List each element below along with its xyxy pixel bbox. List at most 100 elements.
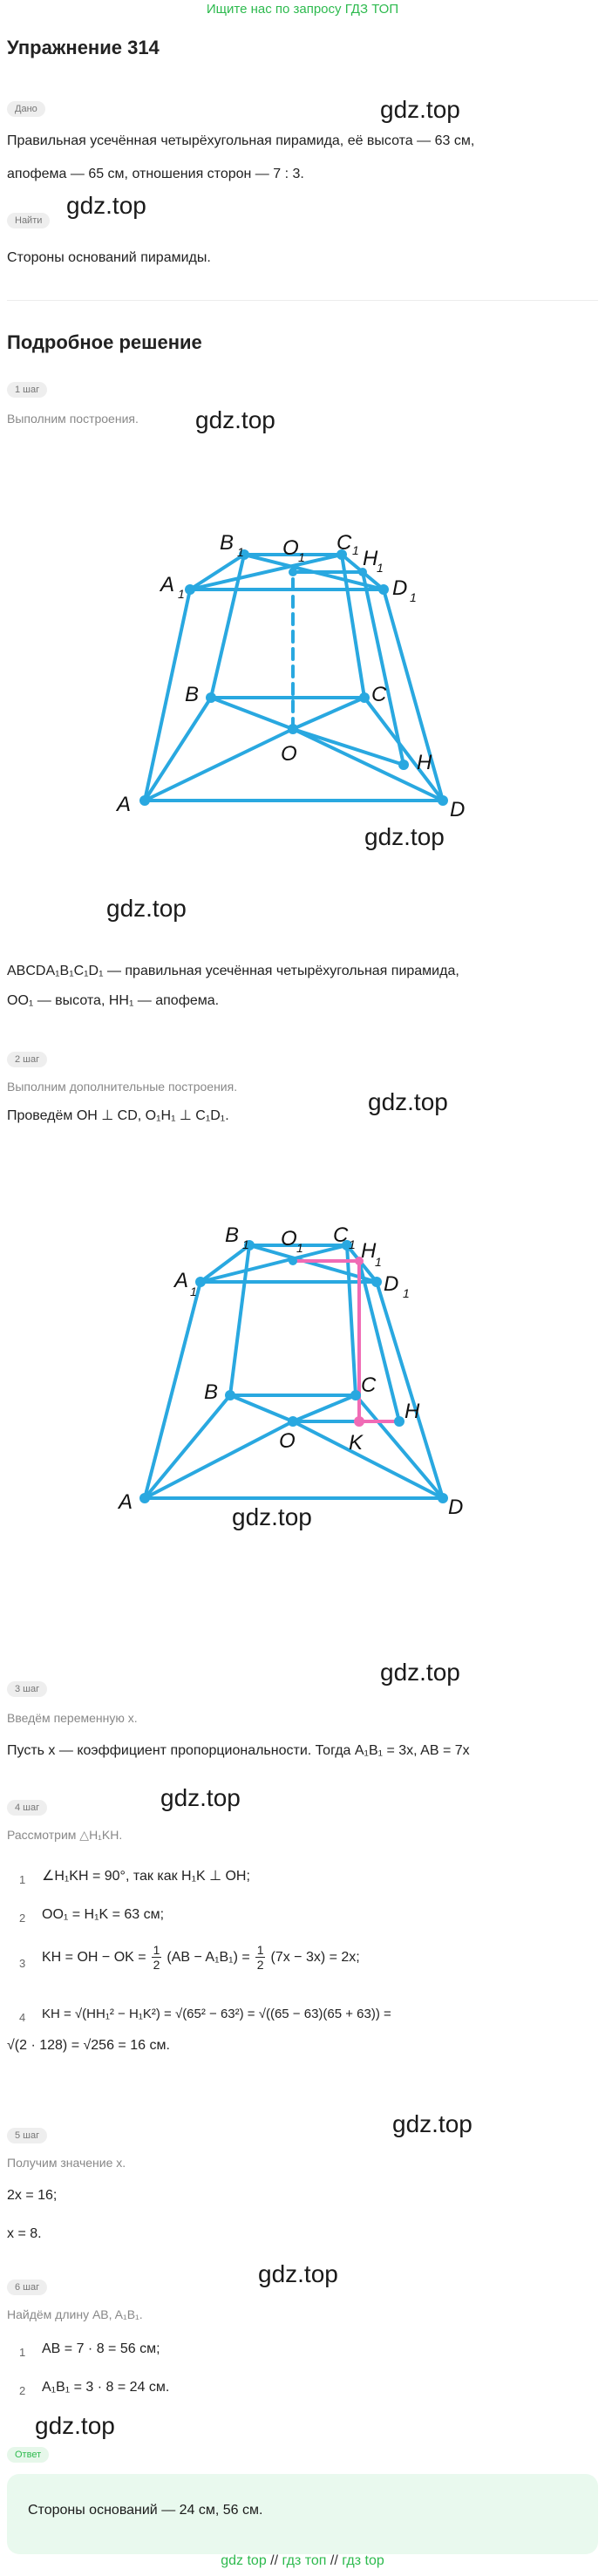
watermark: gdz.top: [232, 1503, 312, 1530]
footer-link-3[interactable]: гдз top: [342, 2553, 384, 2568]
footer-separator: //: [270, 2553, 279, 2568]
label-k: K: [349, 1431, 364, 1455]
answer-tag: Ответ: [7, 2447, 50, 2463]
find-tag: Найти: [7, 213, 51, 228]
figure-frustum-2: A D B C O K H A B O C H D 1 1 1 1 1 1: [117, 1223, 463, 1519]
label-d: D: [448, 1496, 463, 1519]
footer-link-1[interactable]: gdz top: [221, 2553, 267, 2568]
page-title: Упражнение 314: [7, 37, 160, 58]
label-c: C: [371, 683, 387, 706]
label-b1: B: [225, 1223, 239, 1247]
watermark: gdz.top: [160, 1784, 241, 1811]
given-line-1: Правильная усечённая четырёхугольная пир…: [7, 133, 475, 148]
label-d1: D: [392, 576, 407, 600]
list-number: 2: [19, 2384, 26, 2397]
svg-text:1: 1: [403, 1286, 410, 1300]
watermark: gdz.top: [106, 895, 187, 922]
step-3-text: Пусть x — коэффициент пропорциональности…: [7, 1743, 470, 1758]
watermark: gdz.top: [380, 1659, 460, 1686]
label-a1: A: [159, 573, 174, 596]
top-banner[interactable]: Ищите нас по запросу ГДЗ ТОП: [206, 2, 399, 17]
watermark: gdz.top: [380, 96, 460, 123]
svg-text:1: 1: [352, 543, 359, 557]
step-4-hint: Рассмотрим △H₁KH.: [7, 1828, 123, 1842]
step-4-tag: 4 шаг: [7, 1800, 48, 1816]
label-o: O: [279, 1429, 296, 1453]
label-a: A: [117, 1490, 133, 1514]
footer-separator: //: [330, 2553, 338, 2568]
label-d: D: [450, 798, 465, 821]
label-b: B: [204, 1380, 218, 1404]
step-2-text: Проведём OH ⊥ CD, O₁H₁ ⊥ C₁D₁.: [7, 1108, 229, 1123]
given-line-2: апофема — 65 см, отношения сторон — 7 : …: [7, 167, 304, 181]
step-3-tag: 3 шаг: [7, 1681, 48, 1697]
label-h: H: [404, 1400, 420, 1423]
step-4-item-1: ∠H₁KH = 90°, так как H₁K ⊥ OH;: [42, 1869, 250, 1884]
watermark: gdz.top: [195, 406, 275, 433]
list-number: 3: [19, 1957, 26, 1970]
step-3-hint: Введём переменную x.: [7, 1711, 138, 1725]
step-6-hint: Найдём длину AB, A₁B₁.: [7, 2307, 143, 2321]
divider: [7, 300, 598, 301]
svg-text:1: 1: [242, 1237, 249, 1251]
step-1-tag: 1 шаг: [7, 382, 48, 398]
label-b: B: [185, 683, 199, 706]
step-5-eq-2: x = 8.: [7, 2226, 42, 2241]
svg-text:1: 1: [178, 587, 185, 601]
step-6-tag: 6 шаг: [7, 2280, 48, 2295]
svg-text:1: 1: [375, 1255, 382, 1269]
description-line-2: OO₁ — высота, HH₁ — апофема.: [7, 993, 220, 1008]
watermark: gdz.top: [35, 2412, 115, 2439]
find-text: Стороны оснований пирамиды.: [7, 250, 211, 265]
label-h1: H: [363, 547, 378, 570]
item-3-part-a: KH = OH − OK =: [42, 1949, 146, 1965]
svg-text:1: 1: [298, 550, 305, 564]
step-5-tag: 5 шаг: [7, 2128, 48, 2143]
given-tag: Дано: [7, 101, 45, 117]
list-number: 2: [19, 1912, 26, 1925]
step-5-eq-1: 2x = 16;: [7, 2188, 58, 2203]
step-1-hint: Выполним построения.: [7, 412, 139, 426]
svg-text:1: 1: [296, 1241, 303, 1255]
list-number: 1: [19, 1873, 26, 1886]
label-a: A: [115, 793, 131, 816]
label-d1: D: [384, 1272, 398, 1296]
label-c1: C: [336, 531, 352, 555]
watermark: gdz.top: [258, 2260, 338, 2287]
svg-text:1: 1: [410, 590, 417, 604]
item-3-part-c: (7x − 3x) = 2x;: [270, 1949, 360, 1965]
label-o: O: [281, 742, 297, 766]
step-5-hint: Получим значение x.: [7, 2156, 126, 2170]
step-2-tag: 2 шаг: [7, 1052, 48, 1067]
svg-text:1: 1: [237, 545, 244, 559]
svg-text:1: 1: [349, 1237, 356, 1251]
step-4-item-2: OO₁ = H₁K = 63 см;: [42, 1907, 165, 1922]
label-o1: O: [282, 536, 299, 560]
watermark: gdz.top: [364, 823, 445, 850]
watermark: gdz.top: [66, 192, 146, 219]
step-2-hint: Выполним дополнительные построения.: [7, 1080, 238, 1094]
label-h: H: [417, 751, 432, 774]
list-number: 1: [19, 2346, 26, 2359]
item-3-part-b: (AB − A₁B₁) =: [167, 1949, 250, 1965]
answer-text: Стороны оснований — 24 см, 56 см.: [28, 2503, 263, 2518]
step-6-item-2: A₁B₁ = 3 · 8 = 24 см.: [42, 2380, 170, 2395]
label-b1: B: [220, 531, 234, 555]
label-a1: A: [173, 1269, 188, 1292]
label-c: C: [361, 1373, 377, 1397]
watermark: gdz.top: [368, 1088, 448, 1115]
list-number: 4: [19, 2011, 26, 2024]
label-c1: C: [333, 1223, 349, 1247]
svg-text:1: 1: [190, 1285, 197, 1298]
footer-link-2[interactable]: гдз топ: [282, 2553, 327, 2568]
label-h1: H: [361, 1239, 377, 1263]
answer-box: [7, 2474, 598, 2554]
figure-frustum-1: A D B C O H A B O C H D 1 1 1 1 1 1: [115, 531, 465, 821]
label-o1: O: [281, 1227, 297, 1251]
step-4-item-4a: KH = √(HH₁² − H₁K²) = √(65² − 63²) = √((…: [42, 2007, 391, 2021]
step-4-item-4b: √(2 · 128) = √256 = 16 см.: [7, 2038, 170, 2053]
description-line-1: ABCDA₁B₁C₁D₁ — правильная усечённая четы…: [7, 964, 459, 978]
svg-text:1: 1: [377, 561, 384, 575]
